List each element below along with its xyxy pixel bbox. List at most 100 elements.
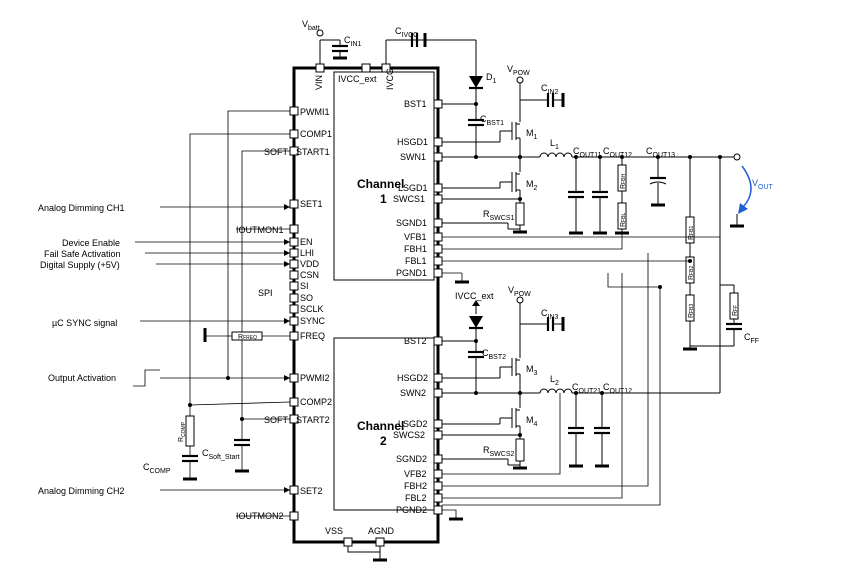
pin-ioutmon1 — [289, 224, 299, 234]
pin-label-bst2: BST2 — [404, 336, 427, 346]
pin-label-ivcc-ext: IVCC_ext — [338, 74, 377, 84]
pin-label-so: SO — [300, 293, 313, 303]
rcomp-label: RCOMP — [178, 421, 187, 442]
pin-comp2 — [289, 397, 299, 407]
input-fail-safe: Fail Safe Activation — [44, 249, 121, 259]
pin-label-fbh1: FBH1 — [404, 244, 427, 254]
pin-label-sgnd1: SGND1 — [396, 218, 427, 228]
pin-ioutmon2 — [289, 511, 299, 521]
pin-swn2 — [433, 388, 443, 398]
pin-label-swn1: SWN1 — [400, 152, 426, 162]
pin-label-swn2: SWN2 — [400, 388, 426, 398]
input-output-activation: Output Activation — [48, 373, 116, 383]
pin-lsgd2 — [433, 419, 443, 429]
pin-label-hsgd1: HSGD1 — [397, 137, 428, 147]
pin-label-en: EN — [300, 237, 313, 247]
pin-comp1 — [289, 129, 299, 139]
rswcs1-resistor — [515, 202, 525, 226]
spi-label: SPI — [258, 288, 273, 298]
pin-bst1 — [433, 99, 443, 109]
m1-mosfet — [442, 122, 521, 157]
input-digital-supply: Digital Supply (+5V) — [40, 260, 120, 270]
l1-label: L1 — [550, 138, 559, 151]
pin-label-sgnd2: SGND2 — [396, 454, 427, 464]
m4-label: M4 — [526, 415, 538, 428]
cout12a-label: COUT12 — [603, 146, 632, 159]
pin-label-pwmi2: PWMI2 — [300, 373, 330, 383]
pin-fbh1 — [433, 244, 443, 254]
pin-pgnd2 — [433, 505, 443, 515]
pin-label-start2: START2 — [296, 415, 330, 425]
pin-label-vin: VIN — [314, 75, 324, 90]
rff-label: RFF — [732, 305, 739, 316]
pin-swn1 — [433, 152, 443, 162]
pin-en — [289, 237, 299, 247]
d1-label: D1 — [486, 72, 497, 85]
input-device-enable: Device Enable — [62, 238, 120, 248]
l2-label: L2 — [550, 374, 559, 387]
pin-sgnd1 — [433, 218, 443, 228]
pin-label-ioutmon1: IOUTMON1 — [236, 225, 284, 235]
pin-lsgd1 — [433, 183, 443, 193]
pin-label-set2: SET2 — [300, 486, 323, 496]
channel-1-number: 1 — [380, 192, 387, 206]
rfb2-label: RFB2 — [688, 266, 695, 280]
pin-agnd — [375, 537, 385, 547]
input-analog-dimming-ch2: Analog Dimming CH2 — [38, 486, 125, 496]
pin-set2 — [289, 485, 299, 495]
pin-label-vdd: VDD — [300, 259, 320, 269]
pin-label-comp1: COMP1 — [300, 129, 332, 139]
rfbh-label: RFBH — [620, 174, 627, 189]
pin-label-fbh2: FBH2 — [404, 481, 427, 491]
m2-label: M2 — [526, 179, 538, 192]
pin-label-hsgd2: HSGD2 — [397, 373, 428, 383]
pin-vin — [315, 63, 325, 73]
pin-label-csn: CSN — [300, 270, 319, 280]
soft-label-2: SOFT — [264, 415, 289, 425]
cin3-label: CIN3 — [541, 308, 559, 321]
rfb3-label: RFB3 — [688, 304, 695, 318]
pin-csn — [289, 270, 299, 280]
pin-hsgd2 — [433, 373, 443, 383]
pin-fbl1 — [433, 256, 443, 266]
pin-label-sync: SYNC — [300, 316, 326, 326]
cout11-label: COUT11 — [573, 146, 602, 159]
cout21-label: COUT21 — [572, 382, 601, 395]
pin-vss — [343, 537, 353, 547]
channel-2-number: 2 — [380, 434, 387, 448]
left-pin-group: PWMI1 COMP1 START1 SOFT SET1 IOUTMON1 EN… — [236, 106, 332, 521]
pin-label-vfb2: VFB2 — [404, 469, 427, 479]
pin-label-swcs1: SWCS1 — [393, 194, 425, 204]
rcomp-resistor — [185, 415, 195, 447]
input-analog-dimming-ch1: Analog Dimming CH1 — [38, 203, 125, 213]
cin1-label: CIN1 — [344, 35, 362, 48]
d1-diode — [469, 76, 483, 88]
pin-ivcc-ext — [361, 63, 371, 73]
pin-vfb1 — [433, 232, 443, 242]
pin-label-vfb1: VFB1 — [404, 232, 427, 242]
pin-freq — [289, 331, 299, 341]
rswcs2-resistor — [515, 438, 525, 462]
channel-2-block — [333, 337, 435, 511]
vbat-label: Vbatt — [302, 19, 320, 32]
rswcs2-label: RSWCS2 — [483, 445, 515, 458]
pin-hsgd1 — [433, 137, 443, 147]
pin-swcs2 — [433, 430, 443, 440]
pin-label-pwmi1: PWMI1 — [300, 107, 330, 117]
pin-label-lhi: LHI — [300, 248, 314, 258]
pin-label-set1: SET1 — [300, 199, 323, 209]
m2-mosfet — [442, 172, 521, 199]
pin-label-swcs2: SWCS2 — [393, 430, 425, 440]
pin-swcs1 — [433, 194, 443, 204]
right-pin-group: BST1 HSGD1 SWN1 LSGD1 SWCS1 SGND1 VFB1 F… — [393, 99, 443, 515]
pin-pwmi2 — [289, 373, 299, 383]
pin-label-vss: VSS — [325, 526, 343, 536]
cff-label: CFF — [744, 332, 759, 345]
pin-label-fbl1: FBL1 — [405, 256, 427, 266]
pin-bst2 — [433, 336, 443, 346]
input-uc-sync: µC SYNC signal — [52, 318, 117, 328]
pin-label-sclk: SCLK — [300, 304, 324, 314]
vout-label: VOUT — [752, 178, 774, 191]
pin-sclk — [289, 304, 299, 314]
